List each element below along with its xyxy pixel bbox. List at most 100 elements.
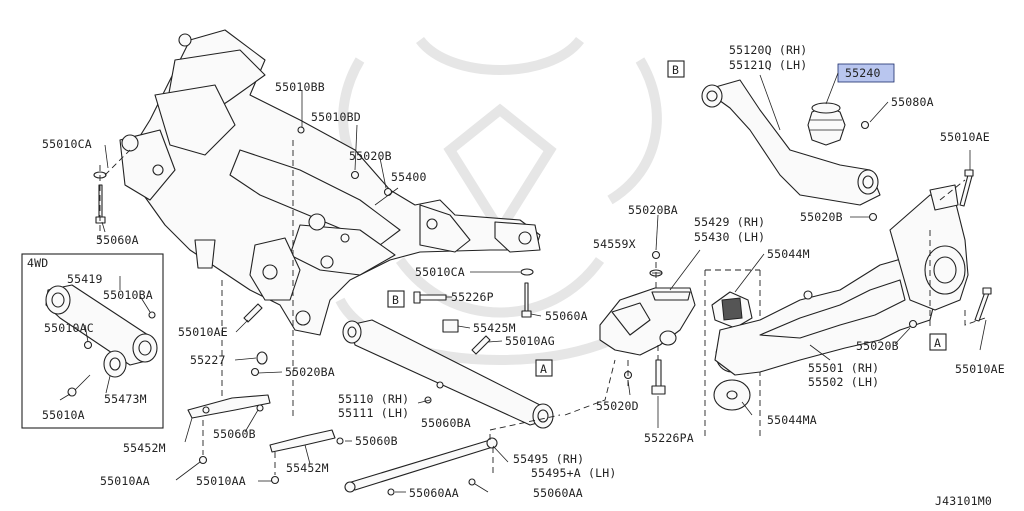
label-55080A[interactable]: 55080A (891, 95, 934, 109)
label-55010CA-left[interactable]: 55010CA (42, 137, 92, 151)
label-55502[interactable]: 55502 (LH) (808, 375, 879, 389)
label-55020D[interactable]: 55020D (596, 399, 639, 413)
label-55010BA[interactable]: 55010BA (103, 288, 153, 302)
label-55226PA[interactable]: 55226PA (644, 431, 694, 445)
label-55227[interactable]: 55227 (190, 353, 226, 367)
upper-arm-55120Q[interactable] (701, 79, 881, 206)
nut-55020BA-left[interactable] (250, 367, 260, 377)
bolt-55226P[interactable] (413, 291, 447, 304)
label-55010AE-left[interactable]: 55010AE (178, 325, 228, 339)
label-55060A-left[interactable]: 55060A (96, 233, 139, 247)
bolt-55060AA-1[interactable] (387, 488, 395, 496)
bump-stop-55240[interactable] (807, 102, 846, 146)
nut-55020B-right[interactable] (868, 212, 878, 222)
lower-link-55110[interactable] (342, 319, 554, 429)
callout-box-a-left (535, 359, 553, 377)
bolt-55010AE-r1[interactable] (959, 169, 974, 207)
label-55495[interactable]: 55495 (RH) (513, 452, 584, 466)
diff-mount-member-55419[interactable] (45, 284, 158, 366)
label-55020BA-left[interactable]: 55020BA (285, 365, 335, 379)
label-55452M-mid[interactable]: 55452M (286, 461, 329, 475)
bolt-55060B-mid[interactable] (336, 437, 344, 445)
bolt-55010AG[interactable] (471, 335, 491, 355)
spring-seat-55044M[interactable] (711, 291, 753, 329)
callout-box-a-right (929, 333, 947, 351)
bolt-55080A[interactable] (860, 120, 870, 130)
nut-55020B-r2[interactable] (908, 319, 918, 329)
collar-55227[interactable] (256, 351, 268, 365)
bar-55495[interactable] (344, 437, 498, 493)
bolt-55010AA-1[interactable] (198, 455, 208, 465)
label-55010AE-r1[interactable]: 55010AE (940, 130, 990, 144)
label-55044MA[interactable]: 55044MA (767, 413, 817, 427)
label-55020B-top[interactable]: 55020B (349, 149, 392, 163)
bolt-55226PA[interactable] (651, 359, 666, 395)
label-55010AA-1[interactable]: 55010AA (100, 474, 150, 488)
label-55010AC[interactable]: 55010AC (44, 321, 94, 335)
label-55060A-mid[interactable]: 55060A (545, 309, 588, 323)
label-55240[interactable]: 55240 (845, 66, 881, 80)
label-55010CA-mid[interactable]: 55010CA (415, 265, 465, 279)
label-55010AA-2[interactable]: 55010AA (196, 474, 246, 488)
label-55060BA[interactable]: 55060BA (421, 416, 471, 430)
label-55060AA-2[interactable]: 55060AA (533, 486, 583, 500)
label-55010BD[interactable]: 55010BD (311, 110, 361, 124)
label-55120Q[interactable]: 55120Q (RH) (729, 43, 807, 57)
diagram-id: J43101M0 (935, 494, 992, 508)
label-55501[interactable]: 55501 (RH) (808, 361, 879, 375)
washer-55010CA-mid[interactable] (520, 268, 534, 276)
label-55060AA-1[interactable]: 55060AA (409, 486, 459, 500)
callout-b-left: B (392, 293, 399, 307)
label-55111[interactable]: 55111 (LH) (338, 406, 409, 420)
label-55010AE-r2[interactable]: 55010AE (955, 362, 1005, 376)
bolt-55010BB[interactable] (297, 126, 305, 134)
bolt-55010AA-2[interactable] (270, 475, 280, 485)
leader-lines (59, 72, 987, 493)
label-55430[interactable]: 55430 (LH) (694, 230, 765, 244)
label-55044M[interactable]: 55044M (767, 247, 810, 261)
label-55473M[interactable]: 55473M (104, 392, 147, 406)
label-55425M[interactable]: 55425M (473, 321, 516, 335)
label-55020B-r2[interactable]: 55020B (856, 339, 899, 353)
bolt-55060BA[interactable] (424, 396, 432, 404)
knuckle[interactable] (889, 184, 969, 311)
label-55010AG[interactable]: 55010AG (505, 334, 555, 348)
label-55429[interactable]: 55429 (RH) (694, 215, 765, 229)
label-55010BB[interactable]: 55010BB (275, 80, 325, 94)
label-55121Q[interactable]: 55121Q (LH) (729, 58, 807, 72)
nut-55020B-top[interactable] (383, 187, 393, 197)
plate-55452M-mid[interactable] (269, 429, 336, 453)
bracket-55429[interactable] (599, 287, 696, 356)
label-54559X[interactable]: 54559X (593, 237, 636, 251)
label-55020BA-right[interactable]: 55020BA (628, 203, 678, 217)
nut-55010BD[interactable] (350, 170, 360, 180)
label-55020B-right[interactable]: 55020B (800, 210, 843, 224)
rear-subframe-55400[interactable] (119, 29, 541, 336)
nut-55020BA-right[interactable] (651, 250, 661, 260)
label-55495A[interactable]: 55495+A (LH) (531, 466, 616, 480)
label-55010A[interactable]: 55010A (42, 408, 85, 422)
label-55400[interactable]: 55400 (391, 170, 427, 184)
label-55060B-mid[interactable]: 55060B (355, 434, 398, 448)
callout-box-b-left (387, 290, 405, 308)
label-55419[interactable]: 55419 (67, 272, 103, 286)
bolt-55060A-left[interactable] (95, 184, 106, 224)
bolt-55060AA-2[interactable] (468, 478, 476, 486)
label-55060B-left[interactable]: 55060B (213, 427, 256, 441)
bolt-55010AE-r2[interactable] (974, 287, 992, 322)
callout-a-left: A (540, 362, 547, 376)
bolt-55010AC[interactable] (83, 340, 93, 350)
spring-pad-55044MA[interactable] (713, 379, 751, 411)
label-55110[interactable]: 55110 (RH) (338, 392, 409, 406)
label-55452M-left[interactable]: 55452M (123, 441, 166, 455)
callout-a-right: A (934, 336, 941, 350)
label-55226P[interactable]: 55226P (451, 290, 494, 304)
bolt-55010BA[interactable] (148, 311, 156, 319)
callout-box-b-right (667, 60, 685, 78)
bolt-55060B-left[interactable] (256, 404, 264, 412)
bolt-55060A-mid[interactable] (521, 282, 532, 318)
bushing-55473M[interactable] (103, 350, 127, 378)
bolt-55010AE-left[interactable] (243, 303, 263, 323)
collar-55425M[interactable] (442, 319, 459, 333)
